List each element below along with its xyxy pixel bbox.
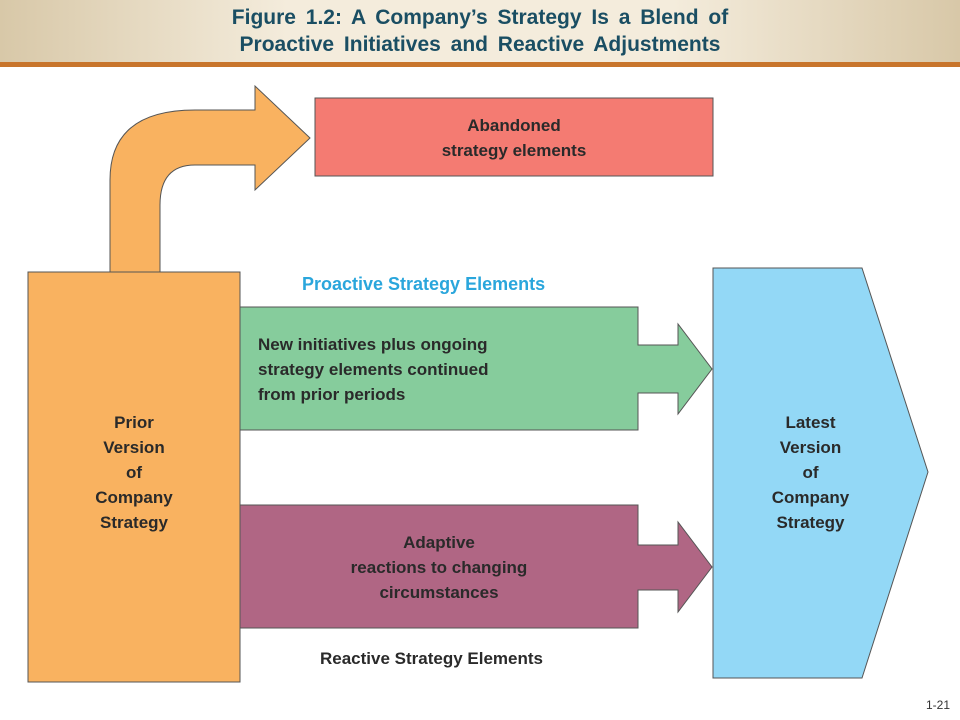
curved-arrow-to-abandoned: [109, 84, 311, 275]
proactive-label: New initiatives plus ongoing strategy el…: [258, 335, 489, 404]
abandoned-box: [314, 97, 714, 177]
header-rule: [0, 62, 960, 67]
reactive-caption: Reactive Strategy Elements: [320, 649, 543, 668]
latest-strategy-label: Latest Version of Company Strategy: [771, 413, 850, 532]
page-number: 1-21: [925, 698, 950, 712]
figure-title: Figure 1.2: A Company’s Strategy Is a Bl…: [0, 4, 960, 58]
reactive-arrow: [239, 504, 713, 629]
title-line-1: Figure 1.2: A Company’s Strategy Is a Bl…: [231, 6, 729, 29]
prior-strategy-box: [27, 271, 241, 683]
prior-strategy-label: Prior Version of Company Strategy: [95, 413, 173, 532]
title-line-2: Proactive Initiatives and Reactive Adjus…: [239, 33, 721, 56]
latest-strategy-shape: [712, 267, 929, 679]
header-band: [0, 0, 960, 62]
abandoned-label: Abandoned strategy elements: [441, 116, 587, 160]
proactive-caption: Proactive Strategy Elements: [302, 274, 546, 294]
reactive-label: Adaptive reactions to changing circumsta…: [350, 533, 528, 602]
proactive-arrow: [239, 306, 713, 431]
